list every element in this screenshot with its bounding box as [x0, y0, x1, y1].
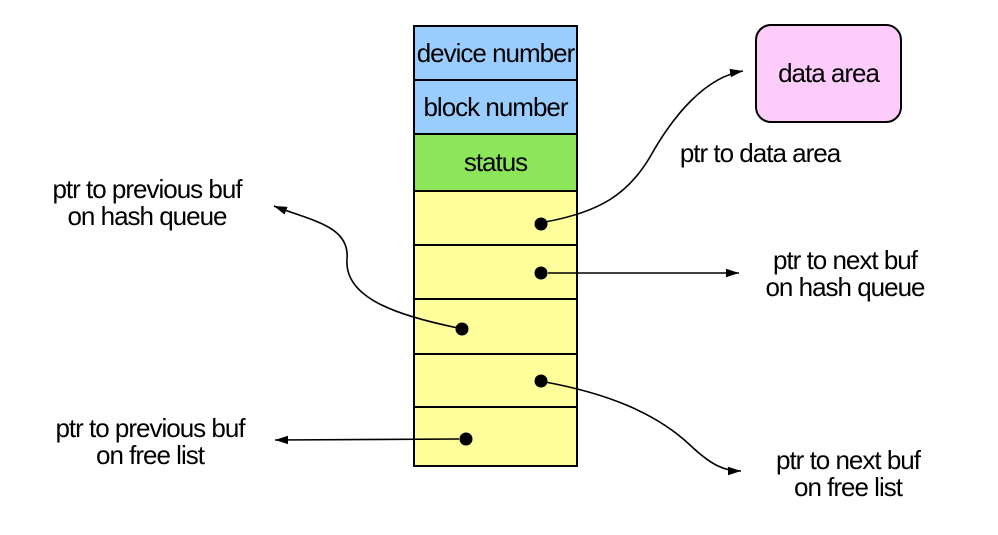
buffer-header-table: device number block number status	[413, 25, 578, 467]
label-ptr-next-buf-hash-queue: ptr to next buf on hash queue	[765, 245, 925, 302]
field-ptr-data-area	[415, 192, 576, 246]
label-ptr-next-buf-free-list: ptr to next buf on free list	[776, 445, 921, 502]
field-ptr-next-hash	[415, 246, 576, 300]
field-ptr-prev-free	[415, 408, 576, 465]
data-area-box: data area	[755, 24, 902, 123]
label-ptr-to-data-area: ptr to data area	[679, 138, 841, 168]
field-ptr-next-free	[415, 355, 576, 408]
field-status: status	[415, 135, 576, 192]
label-ptr-prev-buf-hash-queue: ptr to previous buf on hash queue	[52, 174, 242, 231]
field-ptr-prev-hash	[415, 300, 576, 355]
field-device-number: device number	[415, 27, 576, 81]
label-ptr-prev-buf-free-list: ptr to previous buf on free list	[55, 413, 245, 470]
field-block-number: block number	[415, 81, 576, 135]
